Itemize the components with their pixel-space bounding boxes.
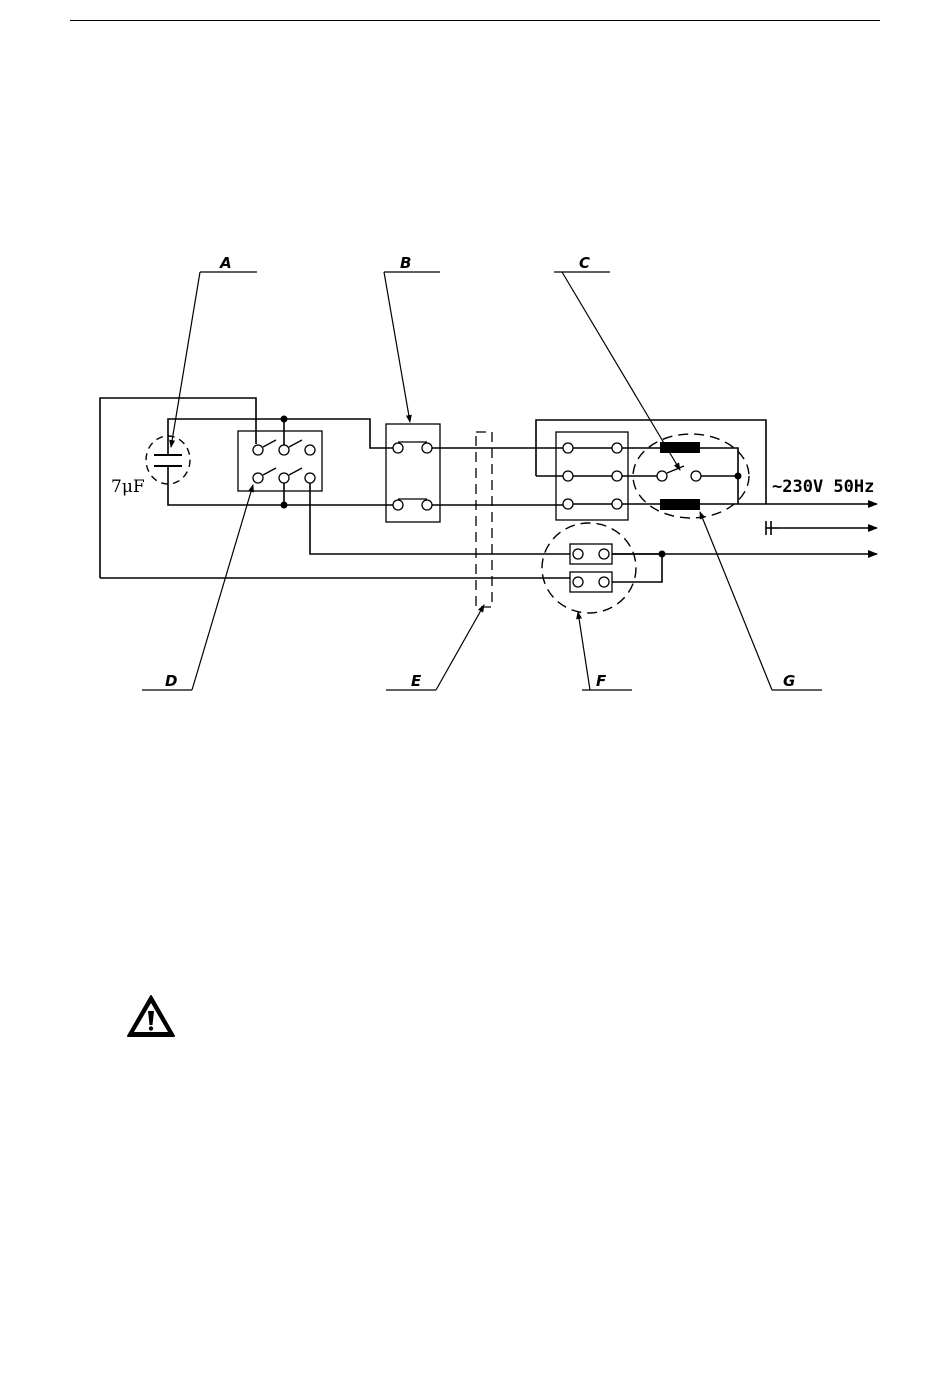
callout-d: D — [165, 672, 177, 690]
callout-f: F — [596, 672, 607, 690]
callout-leaders — [142, 272, 822, 690]
wires — [100, 398, 877, 582]
warning-triangle-icon — [126, 994, 176, 1038]
callout-e: E — [411, 672, 422, 690]
capacitor-label: 7μF — [111, 477, 145, 497]
callout-c: C — [579, 254, 590, 272]
cable-sleeve-e — [476, 432, 492, 607]
switch-d — [238, 431, 322, 491]
mains-label: ~230V 50Hz — [772, 477, 874, 497]
callout-a: A — [219, 254, 232, 272]
callout-g: G — [783, 672, 795, 690]
earth-symbol — [766, 521, 780, 535]
switch-b — [386, 424, 440, 522]
callout-b: B — [400, 254, 411, 272]
connectors-f — [542, 523, 636, 613]
